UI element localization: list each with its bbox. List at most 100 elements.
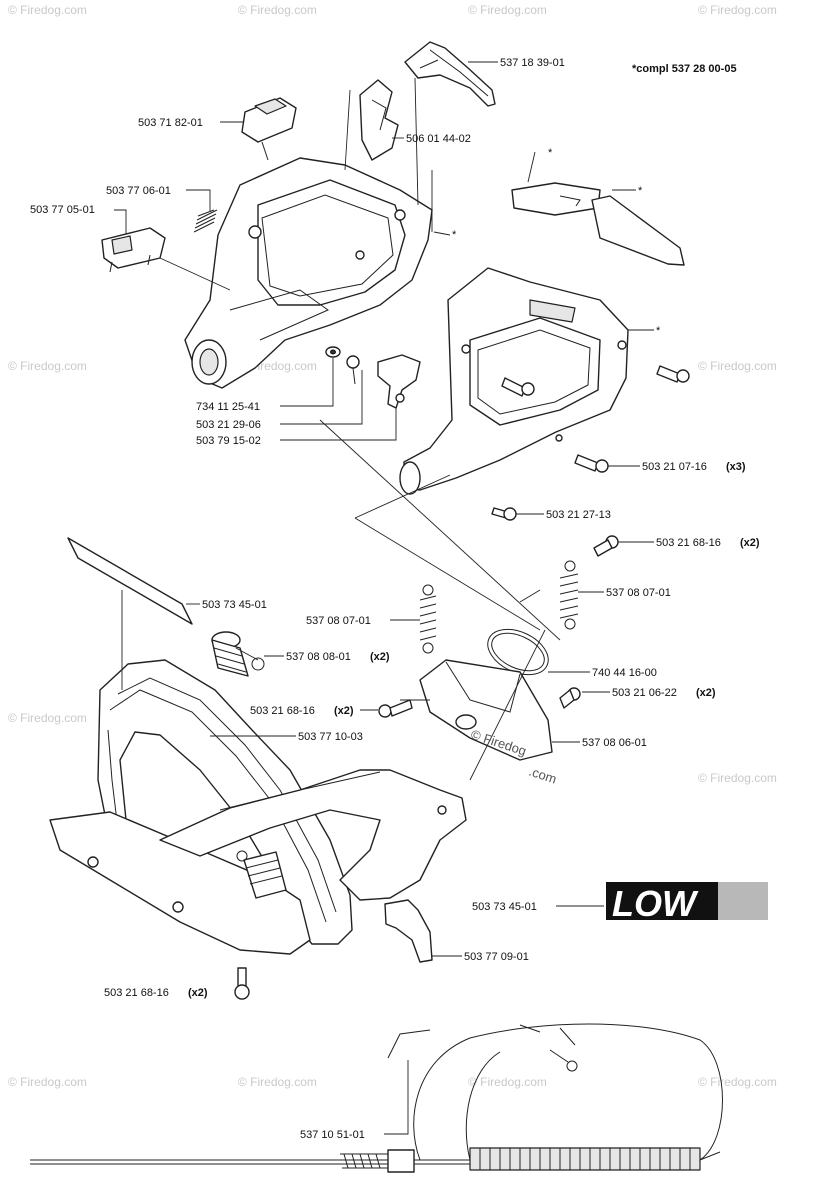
watermark-text: © Firedog.com: [698, 359, 777, 373]
watermark-text: © Firedog.com: [8, 711, 87, 725]
callout-503-71-82-01: 503 71 82-01: [138, 117, 244, 129]
screw-part: [656, 365, 690, 383]
callout-503-21-68-16-top: 503 21 68-16 (x2): [618, 537, 760, 549]
part-number-label: 537 08 07-01: [306, 615, 371, 627]
spring-small-part: [193, 209, 218, 233]
asterisk-marker: *: [656, 325, 661, 337]
part-number-label: 506 01 44-02: [406, 133, 471, 145]
part-number-label: 503 21 27-13: [546, 509, 611, 521]
callout-537-08-07-01-left: 537 08 07-01: [306, 615, 420, 627]
part-number-label: 503 77 10-03: [298, 731, 363, 743]
decal-flag-part: [591, 195, 685, 266]
quantity-label: (x3): [726, 461, 746, 473]
part-number-label: 537 18 39-01: [500, 57, 565, 69]
callout-503-21-68-16-mid: 503 21 68-16 (x2): [250, 705, 378, 717]
callout-537-08-06-01: 537 08 06-01: [552, 737, 647, 749]
callout-506-01-44-02: 506 01 44-02: [392, 133, 471, 145]
quantity-label: (x2): [370, 651, 390, 663]
screw-part: [491, 507, 517, 521]
trigger-lever-part: [359, 79, 399, 161]
callout-503-73-45-01-sheet: 503 73 45-01: [186, 599, 267, 611]
part-number-label: 503 77 06-01: [106, 185, 171, 197]
spring-part: [236, 850, 287, 899]
watermark-text: © Firedog.com: [8, 359, 87, 373]
screw-part: [234, 967, 250, 1000]
screw-part: [346, 355, 360, 385]
low-decal-part: LOW: [606, 882, 768, 924]
throttle-lockout-part: [404, 41, 496, 107]
rear-handle-housing: [184, 157, 433, 389]
part-number-label: 503 73 45-01: [472, 901, 537, 913]
part-number-label: 503 73 45-01: [202, 599, 267, 611]
watermark-text: © Firedog.com: [698, 3, 777, 17]
quantity-label: (x2): [188, 987, 208, 999]
part-number-label: 503 77 09-01: [464, 951, 529, 963]
bracket-part: [377, 354, 421, 409]
part-number-label: 734 11 25-41: [196, 401, 260, 413]
part-number-label: 503 21 29-06: [196, 419, 261, 431]
callout-734-11-25-41: 734 11 25-41: [196, 358, 334, 413]
watermark-text: © Firedog.com: [468, 1075, 547, 1089]
screw-part: [501, 377, 535, 397]
asterisk-marker: *: [638, 185, 643, 197]
part-number-label: 503 21 68-16: [104, 987, 169, 999]
part-number-label: 503 77 05-01: [30, 204, 95, 216]
watermark-text: .com: [527, 764, 558, 787]
callout-503-21-68-16-bottom: 503 21 68-16 (x2): [104, 987, 208, 999]
callout-537-08-08-01: 537 08 08-01 (x2): [264, 651, 390, 663]
handle-cover-part: [399, 267, 629, 495]
callout-503-21-29-06: 503 21 29-06: [196, 370, 363, 431]
assembly-note: *compl 537 28 00-05: [632, 63, 737, 75]
watermark-text: © Firedog.com: [8, 3, 87, 17]
watermark-text: © Firedog.com: [8, 1075, 87, 1089]
front-bracket-part: [49, 769, 467, 955]
watermark-text: © Firedog.com: [468, 3, 547, 17]
part-number-label: 740 44 16-00: [592, 667, 657, 679]
part-number-label: 537 08 08-01: [286, 651, 351, 663]
low-decal-text: LOW: [612, 883, 699, 924]
watermark-text: © Firedog.com: [698, 1075, 777, 1089]
part-number-label: 503 79 15-02: [196, 435, 261, 447]
switch-part: [241, 97, 297, 161]
callout-503-73-45-01-low: 503 73 45-01: [472, 901, 604, 913]
screw-part: [574, 454, 609, 473]
screw-part: [593, 535, 619, 557]
spring-part: [559, 560, 579, 630]
callout-503-77-06-01: 503 77 06-01: [106, 185, 211, 212]
callout-503-77-09-01: 503 77 09-01: [432, 951, 529, 963]
callout-503-77-05-01: 503 77 05-01: [30, 204, 127, 234]
stop-switch-part: [101, 227, 166, 273]
nut-part: [325, 346, 341, 358]
watermark-text: © Firedog.com: [238, 3, 317, 17]
assembly-lines: [121, 77, 561, 781]
callout-503-79-15-02: 503 79 15-02: [196, 408, 397, 447]
asterisk-marker: *: [452, 229, 457, 241]
callout-503-21-07-16: 503 21 07-16 (x3): [608, 461, 746, 473]
callout-537-10-51-01: 537 10 51-01: [300, 1060, 409, 1141]
callout-537-18-39-01: 537 18 39-01: [468, 57, 565, 69]
av-mount-part: [419, 659, 553, 761]
part-number-label: 537 08 06-01: [582, 737, 647, 749]
part-number-label: 503 21 68-16: [656, 537, 721, 549]
watermark-text: © Firedog.com: [238, 1075, 317, 1089]
asterisk-marker: *: [548, 147, 553, 159]
part-number-label: 503 21 68-16: [250, 705, 315, 717]
callout-537-08-07-01-right: 537 08 07-01: [578, 587, 671, 599]
spring-part: [419, 584, 437, 654]
callout-503-21-06-22: 503 21 06-22 (x2): [582, 687, 716, 699]
throttle-cable-part: [30, 1023, 723, 1173]
part-number-label: 537 08 07-01: [606, 587, 671, 599]
part-number-label: 503 21 06-22: [612, 687, 677, 699]
decal-sheet-part: [67, 537, 193, 625]
callout-503-21-27-13: 503 21 27-13: [516, 509, 611, 521]
asterisk-markers: * * * *: [433, 147, 661, 337]
quantity-label: (x2): [740, 537, 760, 549]
clip-part: [384, 899, 433, 963]
quantity-label: (x2): [334, 705, 354, 717]
av-buffer-part: [211, 631, 265, 677]
decal-strip-part: [511, 182, 601, 216]
screw-part: [378, 699, 413, 718]
callout-503-77-10-03: 503 77 10-03: [210, 731, 363, 743]
callout-740-44-16-00: 740 44 16-00: [548, 667, 657, 679]
